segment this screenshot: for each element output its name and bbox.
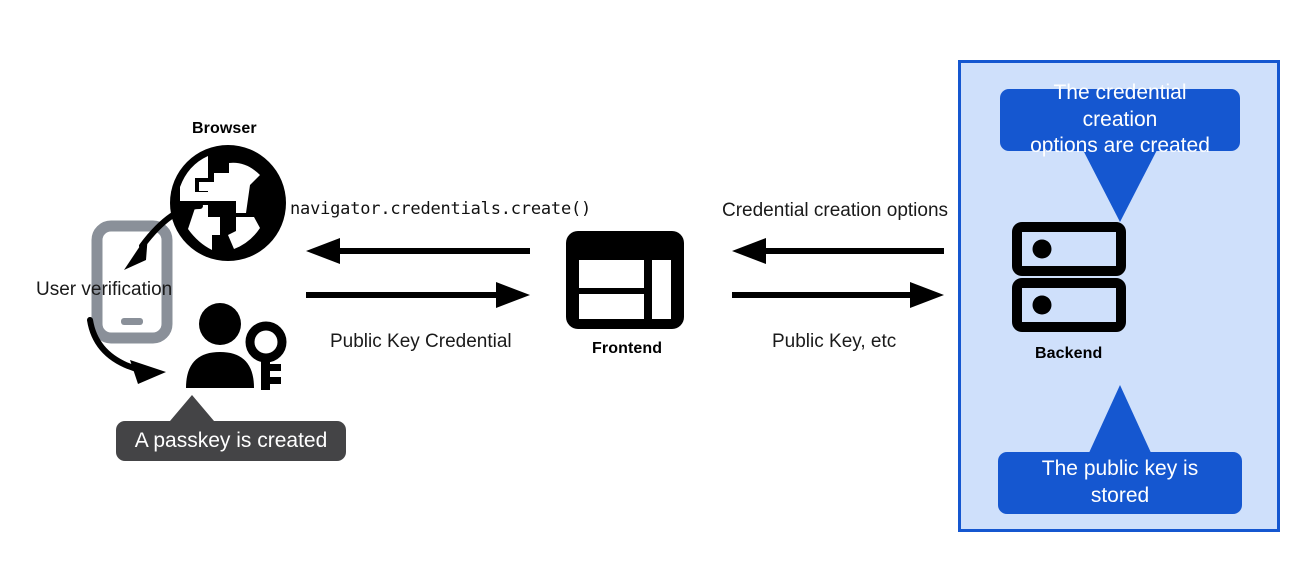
arrow-right-frontend-backend-icon: [732, 282, 944, 308]
curved-arrow-to-phone-icon: [100, 198, 210, 278]
message-credential-creation-options: Credential creation options: [722, 200, 949, 221]
passkey-callout: A passkey is created: [116, 421, 346, 461]
user-verification-label: User verification: [36, 279, 173, 300]
curved-arrow-to-user-icon: [82, 316, 192, 388]
backend-top-callout: The credential creation options are crea…: [1000, 81, 1240, 157]
backend-label: Backend: [1035, 345, 1103, 362]
backend-top-callout-line-1: The credential creation: [1053, 80, 1187, 131]
browser-label: Browser: [192, 120, 257, 137]
person-with-key-icon: [182, 302, 290, 392]
message-navigator-create: navigator.credentials.create(): [290, 199, 592, 219]
server-racks-icon: [1012, 222, 1126, 332]
top-callout-tail-icon: [1083, 150, 1157, 222]
backend-top-callout-line-2: options are created: [1030, 134, 1210, 158]
frontend-label: Frontend: [592, 340, 663, 357]
arrow-left-frontend-backend-icon: [732, 238, 944, 264]
arrow-right-browser-frontend-icon: [306, 282, 530, 308]
smartphone-icon: [91, 220, 173, 344]
bottom-callout-tail-icon: [1088, 385, 1152, 455]
backend-bottom-callout: The public key is stored: [998, 452, 1242, 514]
message-public-key-credential: Public Key Credential: [330, 331, 512, 352]
backend-bottom-callout-line-1: The public key is: [1041, 457, 1199, 481]
arrow-left-browser-frontend-icon: [306, 238, 530, 264]
message-public-key-etc: Public Key, etc: [772, 331, 897, 352]
globe-icon: [168, 143, 288, 263]
passkey-callout-tail-icon: [170, 395, 214, 421]
web-layout-icon: [566, 231, 684, 329]
backend-bottom-callout-line-2: stored: [1090, 484, 1150, 507]
